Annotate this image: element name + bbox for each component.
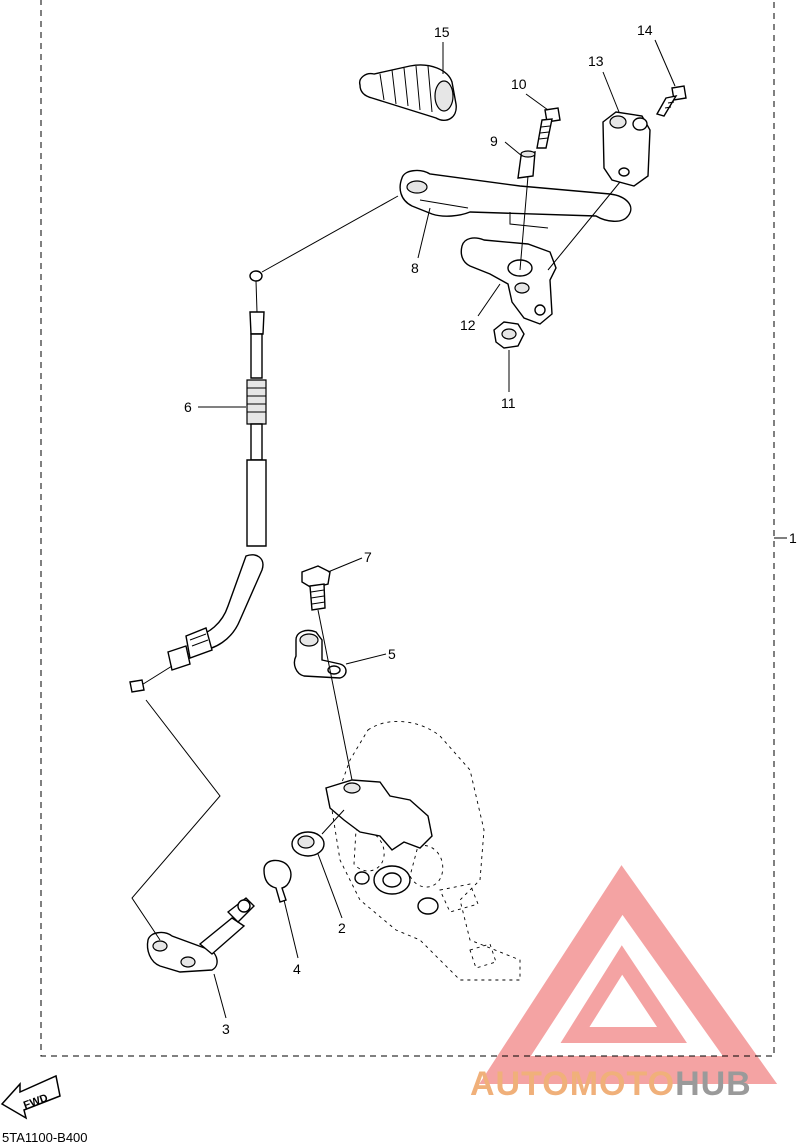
- leader-7: [327, 557, 363, 573]
- leader-5: [345, 653, 387, 665]
- callout-10: 10: [511, 76, 527, 92]
- leader-4: [283, 899, 299, 959]
- clamp-bolt-icon: [655, 85, 687, 117]
- assembly-line-lever-cable: [261, 195, 399, 273]
- assembly-line-clamp: [547, 181, 621, 271]
- push-lever-shaft-icon: [146, 897, 255, 973]
- document-code: 5TA1100-B400: [2, 1130, 88, 1145]
- watermark-text: AUTOMOTOHUB: [470, 1065, 752, 1103]
- callout-5: 5: [388, 646, 396, 662]
- leader-9: [504, 141, 523, 157]
- callout-8: 8: [411, 260, 419, 276]
- assembly-ref-label: 1: [789, 530, 797, 546]
- holder-clamp-icon: [602, 111, 651, 187]
- fwd-arrow-icon: FWD: [0, 1074, 61, 1120]
- callout-7: 7: [364, 549, 372, 565]
- callout-14: 14: [637, 22, 653, 38]
- leader-10: [525, 93, 549, 111]
- watermark-hub: HUB: [675, 1065, 752, 1103]
- push-lever-icon: [293, 629, 347, 679]
- assembly-line-washer: [321, 809, 345, 835]
- leader-3: [213, 973, 227, 1019]
- flange-bolt-icon: [301, 565, 331, 611]
- circlip-icon: [263, 859, 292, 903]
- watermark-automoto: AUTOMOTO: [470, 1065, 675, 1103]
- lever-holder-icon: [460, 237, 557, 325]
- callout-3: 3: [222, 1021, 230, 1037]
- collar-icon: [517, 150, 536, 179]
- callout-11: 11: [501, 395, 516, 411]
- leader-14: [654, 39, 676, 87]
- callout-2: 2: [338, 920, 346, 936]
- pivot-bolt-icon: [536, 107, 561, 149]
- callout-9: 9: [490, 133, 498, 149]
- clutch-lever-icon: [399, 169, 632, 229]
- callout-13: 13: [588, 53, 604, 69]
- leader-12: [477, 283, 501, 317]
- assembly-line-cable-shaft: [131, 699, 221, 941]
- cable-boot-icon: [359, 64, 457, 122]
- assembly-line-bolt: [317, 609, 353, 781]
- callout-6: 6: [184, 399, 192, 415]
- clutch-cable-icon: [129, 270, 267, 693]
- nut-icon: [493, 321, 525, 349]
- seal-washer-icon: [291, 831, 325, 857]
- callout-15: 15: [434, 24, 450, 40]
- callout-4: 4: [293, 961, 301, 977]
- watermark-logo: AUTOMOTOHUB: [470, 865, 778, 1103]
- assembly-boundary: [40, 0, 775, 1057]
- leader-13: [602, 71, 620, 113]
- leader-2: [317, 853, 343, 919]
- callout-12: 12: [460, 317, 476, 333]
- leader-8: [417, 207, 431, 259]
- crankcase-outline: [325, 721, 521, 981]
- assembly-line-pivot: [519, 175, 529, 271]
